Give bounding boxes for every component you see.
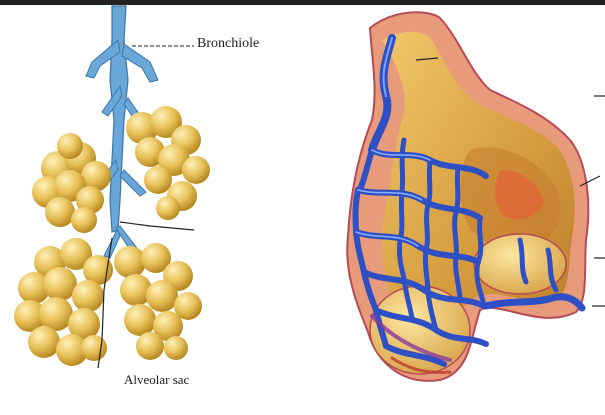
alveolar-sac-cluster-lower-right xyxy=(114,243,202,360)
alveolar-sac-cluster-upper-right xyxy=(126,106,210,220)
top-border xyxy=(0,0,605,5)
alveolar-sac-cluster-upper-left xyxy=(32,133,111,233)
alveolar-sac-cluster-lower-left xyxy=(14,238,113,366)
bronchiole-label: Bronchiole xyxy=(197,36,259,52)
alveolar-sac-label: Alveolar sac xyxy=(124,372,189,388)
alveolar-duct-pointer-line xyxy=(120,222,194,230)
